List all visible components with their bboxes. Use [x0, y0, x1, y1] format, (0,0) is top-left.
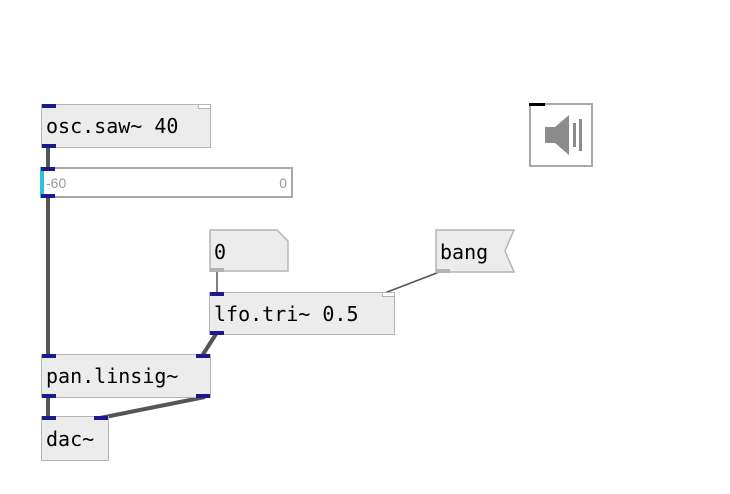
speaker-inlet[interactable]	[529, 103, 545, 106]
lfo-tri-object[interactable]: lfo.tri~ 0.5	[209, 292, 395, 335]
lfo-inlet-left[interactable]	[210, 292, 224, 296]
cable-pan-right-to-dac[interactable]	[99, 395, 206, 420]
dac-inlet-right[interactable]	[94, 416, 108, 420]
bang-message-box[interactable]	[435, 229, 515, 273]
osc-inlet[interactable]	[42, 104, 56, 108]
number-box-value: 0	[214, 240, 227, 264]
osc-outlet[interactable]	[42, 144, 56, 148]
slider-inlet[interactable]	[41, 167, 55, 171]
dac-label: dac~	[46, 426, 95, 451]
bang-message-label: bang	[440, 240, 489, 264]
pan-inlet-left[interactable]	[42, 354, 56, 358]
osc-corner	[198, 105, 210, 109]
pan-inlet-right[interactable]	[196, 354, 210, 358]
pan-outlet-left[interactable]	[42, 394, 56, 398]
cable-lfo-to-pan[interactable]	[200, 332, 218, 358]
osc-saw-object[interactable]: osc.saw~ 40	[41, 104, 211, 148]
osc-saw-label: osc.saw~ 40	[46, 114, 179, 138]
lfo-corner	[382, 293, 394, 297]
slider-min-label: -60	[46, 174, 67, 191]
slider-outlet[interactable]	[41, 194, 55, 198]
pan-linsig-label: pan.linsig~	[46, 364, 179, 388]
cable-bang-to-lfo[interactable]	[381, 270, 443, 295]
slider-max-label: 0	[279, 174, 287, 191]
slider-knob[interactable]	[40, 167, 44, 198]
dac-inlet-left[interactable]	[42, 416, 56, 420]
dac-object[interactable]: dac~	[41, 416, 109, 461]
gain-slider[interactable]: -60 0	[40, 167, 293, 198]
number-box[interactable]	[209, 229, 289, 272]
pan-outlet-right[interactable]	[196, 394, 210, 398]
dsp-speaker-toggle[interactable]	[529, 103, 593, 167]
speaker-icon	[545, 115, 582, 155]
pan-linsig-object[interactable]: pan.linsig~	[41, 354, 211, 398]
lfo-tri-label: lfo.tri~ 0.5	[214, 301, 359, 326]
lfo-outlet[interactable]	[210, 331, 224, 335]
